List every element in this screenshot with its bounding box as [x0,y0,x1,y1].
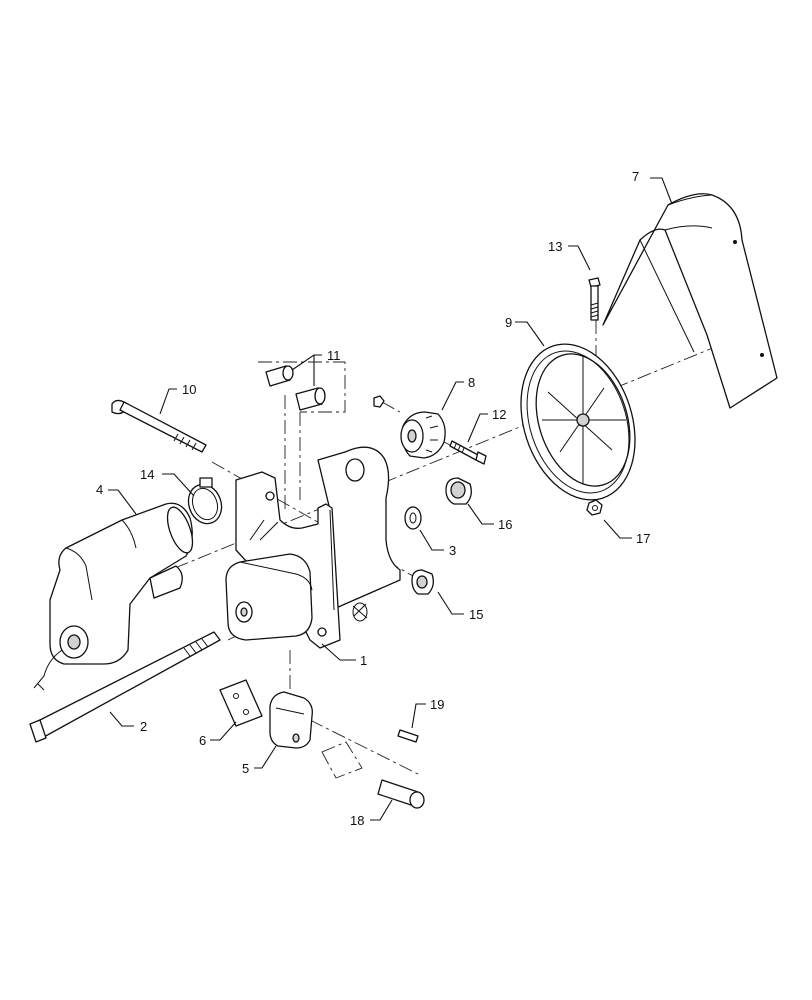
callout-3: 3 [449,543,456,558]
callout-leaders [108,177,673,821]
callout-2: 2 [140,719,147,734]
callout-12: 12 [492,407,506,422]
callout-9: 9 [505,315,512,330]
part-threaded-rod [29,631,221,743]
part-nut-15 [411,569,434,595]
part-nut-17 [586,499,603,516]
callout-15: 15 [469,607,483,622]
callout-5: 5 [242,761,249,776]
part-actuator-block [225,553,313,641]
callout-10: 10 [182,382,196,397]
part-lock-washer [352,602,368,622]
part-clevis-pin [377,779,425,809]
part-block [269,691,313,749]
callout-19: 19 [430,697,444,712]
part-plate [219,679,263,727]
part-gear-hub [373,395,446,459]
callout-labels: 1 2 3 4 5 6 7 8 9 10 11 12 13 14 15 16 1… [96,169,650,828]
callout-16: 16 [498,517,512,532]
part-plate-ghost [321,741,363,779]
callout-1: 1 [360,653,367,668]
callout-6: 6 [199,733,206,748]
assembly-centerlines [174,320,721,776]
part-bolt-12 [449,440,487,465]
callout-8: 8 [468,375,475,390]
part-nut-16 [445,477,472,505]
callout-11: 11 [327,348,341,363]
callout-18: 18 [350,813,364,828]
part-handwheel [520,343,636,501]
callout-4: 4 [96,482,103,497]
part-washer-3 [404,506,422,530]
part-motor [33,502,194,691]
part-guard [602,193,778,409]
part-bolt-13 [588,277,601,321]
callout-17: 17 [636,531,650,546]
callout-14: 14 [140,467,154,482]
part-long-bolt [111,399,207,453]
part-pin-19 [397,729,419,743]
callout-13: 13 [548,239,562,254]
part-clamp [187,477,223,525]
part-bushings [265,365,326,411]
callout-7: 7 [632,169,639,184]
